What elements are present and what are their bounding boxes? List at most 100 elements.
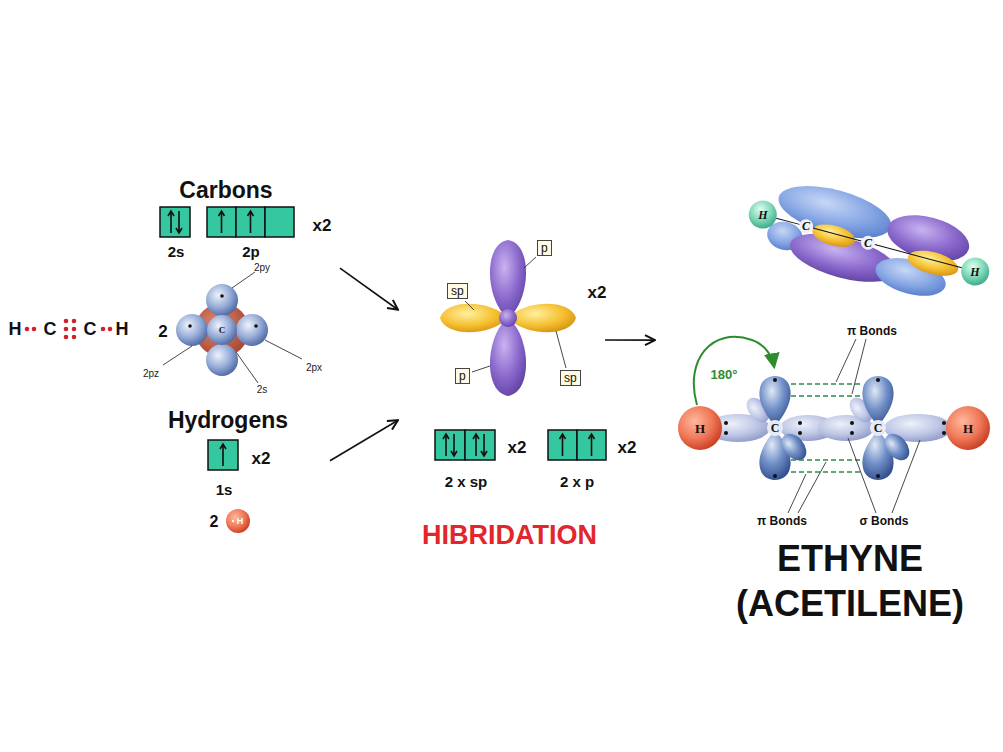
label-anchor: C — [802, 220, 810, 232]
count-label: x2 — [618, 439, 637, 456]
callout-leader — [472, 366, 490, 372]
ethyne-bond-model — [946, 406, 990, 450]
ethyne-orbital-cloud — [859, 234, 876, 251]
carbon-orbital-boxes — [160, 207, 294, 237]
callout-text: p — [456, 369, 469, 383]
stage-title: HIBRIDATION — [398, 519, 597, 551]
electron-spin-arrow — [560, 434, 566, 456]
count-label: x2 — [252, 450, 271, 467]
electron-spin-arrow — [451, 434, 457, 456]
group-heading: Carbons — [150, 176, 302, 204]
hydrogen-atom — [226, 509, 250, 533]
ethyne-bond-model — [870, 420, 886, 436]
lewis-electron-dots — [72, 335, 77, 340]
callout-tag: sp — [447, 283, 468, 299]
callout-leader — [556, 331, 566, 368]
ethyne-bond-model — [880, 429, 915, 465]
label-anchor: H — [116, 320, 129, 338]
label-anchor: C — [84, 320, 97, 338]
bond-label: π Bonds — [757, 515, 807, 527]
ethyne-orbital-cloud — [810, 220, 858, 251]
label-anchor: π Bonds — [757, 515, 807, 527]
atom-symbol: H — [758, 209, 767, 221]
electron-dot — [942, 421, 946, 425]
electron-dot — [724, 378, 946, 478]
leader-line — [236, 352, 258, 383]
bond-label: σ Bonds — [860, 515, 909, 527]
leader-line — [232, 272, 255, 288]
ethyne-bond-model — [759, 376, 790, 426]
hydrogen-atom — [232, 520, 234, 522]
label-anchor: C — [864, 237, 872, 249]
carbon-orbital-boxes — [265, 207, 294, 237]
group-heading: Hydrogens — [160, 406, 296, 434]
leader-line — [892, 440, 920, 513]
leader-line — [788, 339, 920, 513]
lewis-electron-dots — [72, 327, 77, 332]
electron-spin-arrow — [443, 434, 449, 456]
callout-text: p — [538, 241, 551, 255]
carbon-orbital-model — [206, 344, 238, 376]
atom-symbol: C — [864, 237, 872, 249]
lewis-electron-dots — [72, 319, 77, 324]
lewis-electron-dots — [64, 327, 69, 332]
label-anchor: H — [970, 266, 979, 278]
pi-bond-dashes — [791, 471, 862, 472]
electron-dot — [850, 431, 854, 435]
flow-arrow — [340, 268, 398, 310]
orbital-label: 2pz — [143, 369, 159, 379]
electron-spin-arrow — [481, 434, 487, 456]
flow-arrow — [605, 339, 655, 341]
lewis-electron-dots — [25, 327, 30, 332]
sp-hybrid-orbital — [440, 304, 508, 333]
hydrogen-atom — [226, 509, 250, 533]
hydrogen-orbital-box — [220, 444, 226, 466]
label-anchor: 2px — [306, 363, 322, 373]
electron-spin-arrow — [168, 211, 174, 233]
label-anchor: 2 x p — [560, 474, 594, 489]
leader-line — [265, 340, 302, 359]
lewis-electron-dots — [64, 335, 69, 340]
callout-text: sp — [448, 284, 467, 298]
label-anchor: x2 — [588, 284, 607, 301]
pi-bond-dashes — [791, 383, 862, 384]
count-label: 2 — [210, 514, 219, 530]
hydrogen-orbital-box — [208, 440, 238, 470]
atom-symbol: H — [237, 517, 244, 526]
lewis-electron-dots — [64, 319, 69, 324]
label-anchor: x2 — [618, 439, 637, 456]
count-label: 2 — [158, 323, 167, 340]
electron-dot — [724, 421, 728, 425]
leader-line — [798, 462, 826, 513]
label-anchor: 2 x sp — [445, 474, 488, 489]
ethyne-orbital-cloud — [798, 218, 815, 235]
atom-symbol: C — [874, 422, 883, 434]
pi-bond-dashes — [791, 395, 862, 396]
carbon-orbital-boxes — [236, 207, 265, 237]
ethyne-bond-model — [678, 406, 722, 450]
lewis-electron-dots — [32, 327, 37, 332]
stage-group: Hydrogens — [160, 400, 330, 535]
atom-symbol: C — [802, 220, 810, 232]
electron-dot — [798, 431, 802, 435]
label-anchor: 2py — [254, 263, 270, 273]
carbon-orbital-model — [206, 284, 238, 316]
orbital-label: 2px — [306, 363, 322, 373]
atom-symbol: C — [219, 326, 226, 335]
bond-label: π Bonds — [847, 325, 897, 337]
atom-symbol: H — [970, 266, 979, 278]
orbital-label: 2s — [257, 385, 268, 395]
carbon-orbital-model — [220, 294, 224, 298]
orbital-label: 2p — [242, 244, 260, 259]
stage-group: HIBRIDATIONspppsp — [398, 235, 605, 560]
hybrid-orbital-boxes — [548, 430, 577, 460]
label-anchor: H — [237, 517, 244, 526]
hybrid-orbital-boxes — [435, 430, 465, 460]
label-anchor: H — [963, 422, 973, 435]
label-anchor: C — [219, 326, 226, 335]
callout-leader — [524, 257, 536, 268]
label-anchor: H — [758, 209, 767, 221]
electron-dot — [850, 421, 854, 425]
callout-tag: p — [537, 240, 552, 256]
electron-spin-arrow — [443, 434, 595, 456]
